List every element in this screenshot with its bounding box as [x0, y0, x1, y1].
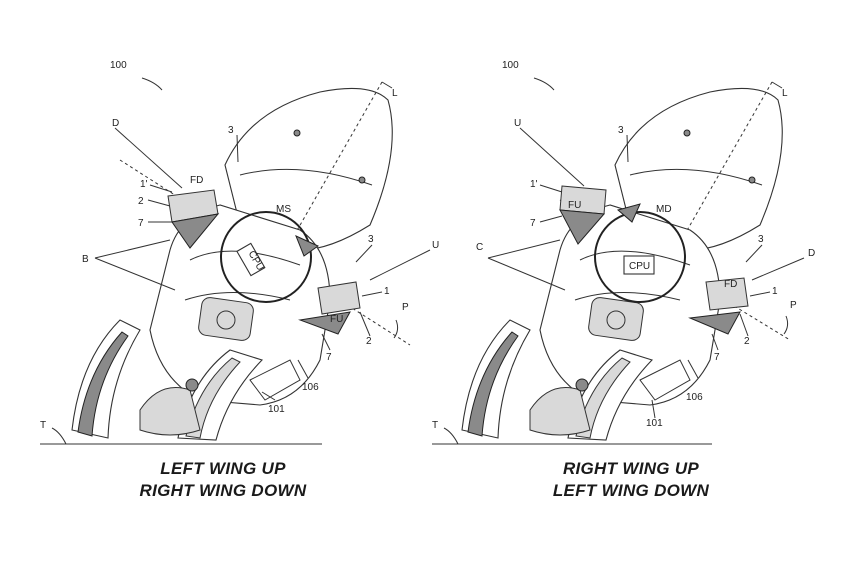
label-L: L [782, 88, 788, 99]
label-3-top: 3 [228, 125, 234, 136]
label-MS: MS [276, 204, 291, 215]
front-wheel-left [461, 319, 531, 439]
label-7-bottom: 7 [326, 352, 332, 363]
ground-leader [443, 427, 459, 445]
caption-line-2: RIGHT WING DOWN [140, 481, 307, 500]
caption-line-2: LEFT WING DOWN [553, 481, 710, 500]
cpu-box [236, 242, 266, 277]
label-CPU: CPU [629, 261, 650, 272]
label-FU: FU [330, 314, 343, 325]
label-3-top: 3 [618, 125, 624, 136]
panel-right: 100 L U 3 1' FU 7 MD C CPU 3 D FD 1 P 2 … [432, 60, 815, 500]
label-U: U [514, 118, 521, 129]
wing-right-down [298, 281, 361, 335]
label-FD: FD [190, 175, 203, 186]
panel-left: 100 L D 3 FD 1' 2 7 B MS CPU 3 U 1 FU P … [40, 60, 439, 500]
label-3-mid: 3 [758, 234, 764, 245]
caption-line-1: LEFT WING UP [160, 459, 286, 478]
label-101: 101 [268, 404, 285, 415]
label-1-prime: 1' [140, 179, 148, 190]
label-P: P [402, 302, 409, 313]
label-T: T [40, 420, 46, 431]
label-L: L [392, 88, 398, 99]
label-FU: FU [568, 200, 581, 211]
rotation-arrow-MD [616, 203, 641, 223]
front-wheel-left [71, 319, 141, 439]
rotation-arrow-MS [295, 235, 319, 257]
wing-left-up [167, 189, 220, 249]
label-1-prime: 1' [530, 179, 538, 190]
label-101: 101 [646, 418, 663, 429]
label-1: 1 [384, 286, 390, 297]
label-100: 100 [502, 60, 519, 71]
label-2: 2 [744, 336, 750, 347]
label-106: 106 [686, 392, 703, 403]
wing-left-down [559, 185, 607, 245]
label-D: D [808, 248, 815, 259]
ground-leader [51, 427, 67, 445]
label-2-top: 2 [138, 196, 144, 207]
rotation-circle-MD [594, 211, 686, 303]
label-7-top: 7 [138, 218, 144, 229]
label-106: 106 [302, 382, 319, 393]
label-FD: FD [724, 279, 737, 290]
headlight [198, 297, 254, 341]
windscreen [614, 87, 783, 251]
wing-right-up [688, 277, 749, 335]
windscreen [224, 87, 393, 251]
label-7-top: 7 [530, 218, 536, 229]
headlight [588, 297, 644, 341]
label-B: B [82, 254, 89, 265]
label-MD: MD [656, 204, 672, 215]
label-P: P [790, 300, 797, 311]
label-100: 100 [110, 60, 127, 71]
label-7-bottom: 7 [714, 352, 720, 363]
label-D: D [112, 118, 119, 129]
label-2-bottom: 2 [366, 336, 372, 347]
caption-line-1: RIGHT WING UP [563, 459, 699, 478]
label-3-mid: 3 [368, 234, 374, 245]
label-T: T [432, 420, 438, 431]
label-C: C [476, 242, 483, 253]
rotation-circle-MS [220, 211, 312, 303]
label-1: 1 [772, 286, 778, 297]
label-U: U [432, 240, 439, 251]
cpu-box [623, 255, 655, 275]
